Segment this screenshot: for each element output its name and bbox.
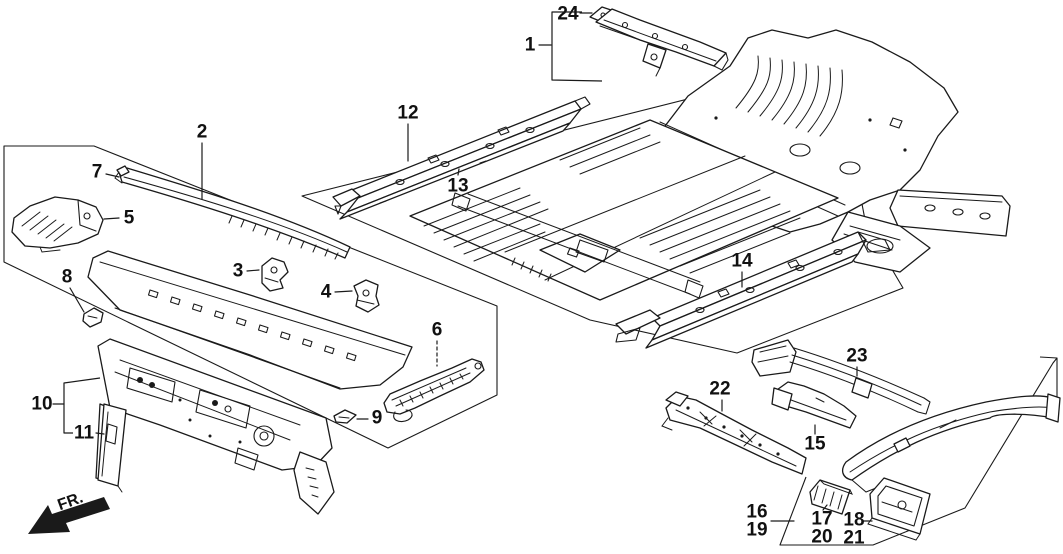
rail-end-cap (1045, 393, 1061, 423)
bracket-15 (771, 381, 857, 429)
clip-8 (82, 307, 104, 328)
boundary-cowl-group (3, 145, 498, 449)
callout-21: 21 (843, 528, 865, 549)
side-frame-rail-16-19 (841, 393, 1061, 493)
wheelhouse-rail-23 (751, 339, 931, 415)
bracket-3 (261, 257, 289, 292)
callout-14: 14 (731, 251, 753, 272)
bulkhead-bar-22 (661, 391, 807, 475)
callout-6: 6 (432, 320, 443, 341)
leader-line-7 (105, 173, 120, 178)
callout-19: 19 (746, 520, 767, 541)
cowl-side-bracket-left (11, 196, 104, 253)
callout-7: 7 (92, 162, 103, 183)
dash-upper-panel (87, 250, 413, 390)
callout-13: 13 (447, 176, 468, 197)
leader-line-4 (334, 290, 353, 293)
leader-line-5 (103, 217, 120, 220)
callout-22: 22 (709, 379, 730, 400)
leader-line-3 (246, 269, 260, 272)
callout-5: 5 (124, 208, 135, 229)
fr-direction-arrow: FR. (28, 489, 110, 534)
bracket-6 (383, 358, 485, 423)
stiffener-17-20 (809, 479, 854, 515)
callout-3: 3 (233, 261, 244, 282)
bracket-4 (353, 279, 380, 313)
callout-24: 24 (557, 4, 579, 25)
leader-line-11 (95, 432, 105, 435)
rear-floor-side-flange (889, 189, 1011, 237)
callout-9: 9 (372, 408, 383, 429)
dashboard-right-fin (293, 451, 335, 515)
label-bracket-layer (63, 11, 603, 434)
callout-12: 12 (397, 103, 418, 124)
callout-16: 16 (746, 502, 767, 523)
leader-line-8 (69, 287, 85, 313)
frame-bracket-18-21 (867, 477, 931, 541)
cowl-clip-7 (116, 165, 130, 177)
leader-line-17 (822, 504, 828, 511)
callout-4: 4 (321, 282, 332, 303)
fr-arrow-icon (28, 497, 110, 534)
callout-2: 2 (197, 122, 208, 143)
callout-17: 17 (811, 509, 832, 530)
dashboard-bracket-11 (97, 403, 127, 493)
callout-18: 18 (843, 510, 864, 531)
pad-9 (333, 409, 357, 424)
callout-1: 1 (525, 35, 536, 56)
callout-10: 10 (31, 394, 52, 415)
leader-line-13 (457, 168, 460, 176)
callout-8: 8 (62, 267, 73, 288)
bracket-group-10 (63, 377, 101, 434)
callout-11: 11 (74, 423, 95, 444)
cowl-top-bar (114, 165, 351, 260)
front-crossmember (589, 6, 729, 77)
dashboard-lower-panel (95, 338, 335, 515)
boundary-frame-group-corner (1039, 356, 1058, 398)
side-sill-left-12 (332, 96, 591, 220)
callout-23: 23 (846, 346, 867, 367)
bracket-group-1 (551, 11, 603, 82)
callout-20: 20 (811, 527, 832, 548)
callout-15: 15 (804, 434, 826, 455)
side-sill-right-14 (615, 231, 891, 349)
front-floor-panel-13 (409, 119, 839, 301)
